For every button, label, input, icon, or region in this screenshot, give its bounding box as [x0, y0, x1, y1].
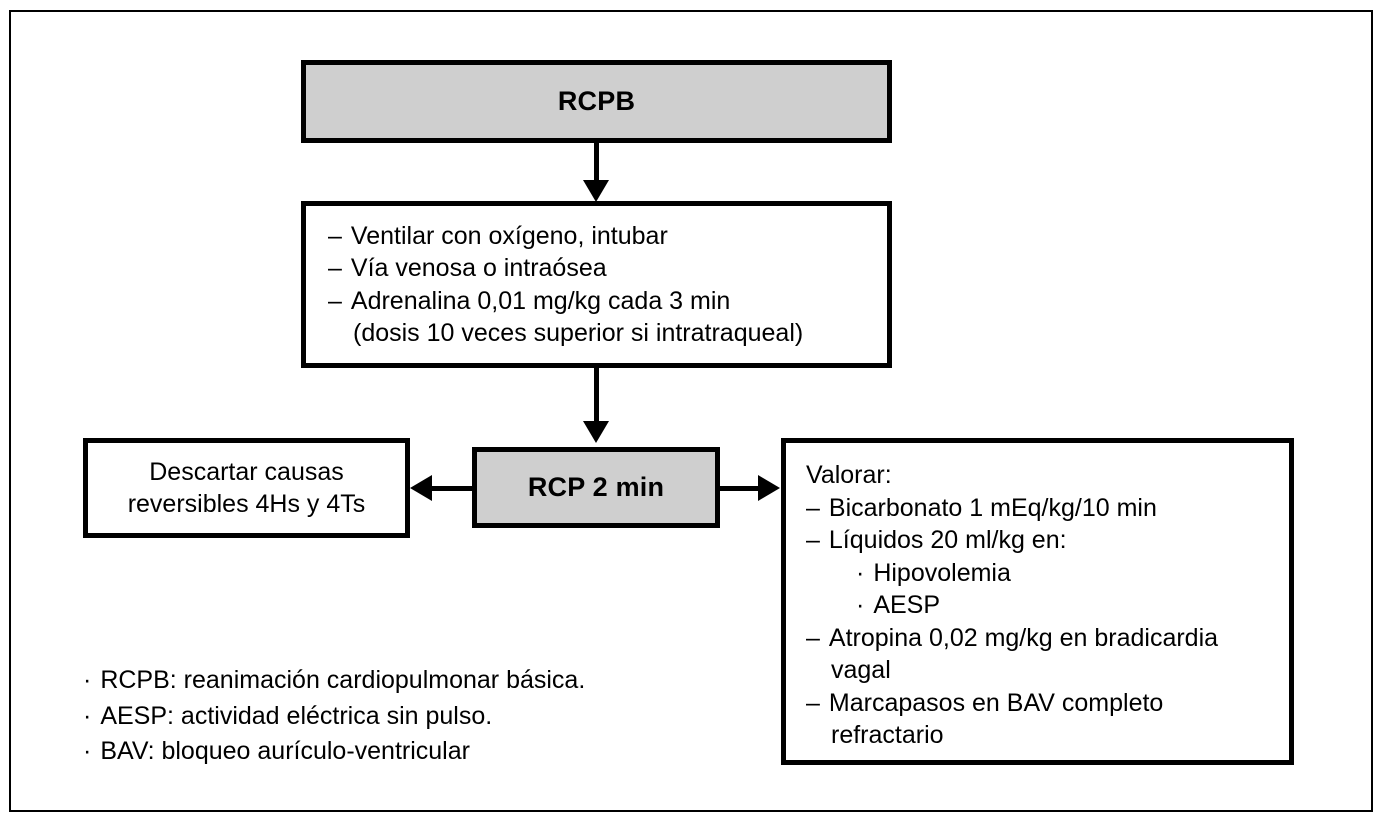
node-reversible-causes: Descartar causas reversibles 4Hs y 4Ts: [83, 438, 410, 538]
list-item: – Ventilar con oxígeno, intubar: [328, 220, 887, 253]
list-item-continuation-text: refractario: [831, 721, 944, 749]
arrowhead-rcpb-to-airway: [583, 180, 609, 202]
list-item-text: Vía venosa o intraósea: [350, 254, 607, 282]
dash-bullet-icon: –: [806, 623, 820, 652]
list-item: – Adrenalina 0,01 mg/kg cada 3 min: [328, 285, 887, 318]
list-item-text: Adrenalina 0,01 mg/kg cada 3 min: [350, 286, 731, 315]
middot-bullet-icon: ·: [83, 701, 92, 730]
list-item-continuation: vagal: [806, 654, 1289, 687]
legend-abbreviations: · RCPB: reanimación cardiopulmonar básic…: [83, 663, 723, 770]
middot-bullet-icon: ·: [856, 558, 865, 587]
dash-bullet-icon: –: [806, 688, 820, 717]
arrowhead-airway-to-cpr: [583, 421, 609, 443]
connector-airway-to-cpr: [594, 368, 599, 424]
list-item-text: Atropina 0,02 mg/kg en bradicardia: [828, 623, 1219, 652]
node-airway-drugs: – Ventilar con oxígeno, intubar – Vía ve…: [301, 201, 892, 368]
dash-bullet-icon: –: [806, 526, 820, 554]
dash-bullet-icon: –: [328, 254, 342, 282]
sub-list-item-text: Hipovolemia: [873, 558, 1011, 587]
list-item: – Líquidos 20 ml/kg en:: [806, 524, 1289, 557]
list-item-continuation: (dosis 10 veces superior si intratraquea…: [328, 317, 887, 350]
node-reversible-line1: Descartar causas: [149, 458, 344, 486]
valorar-item-list: Valorar: – Bicarbonato 1 mEq/kg/10 min –…: [786, 459, 1289, 752]
dash-bullet-icon: –: [328, 286, 342, 315]
node-cpr-2min: RCP 2 min: [472, 447, 720, 528]
middot-bullet-icon: ·: [856, 591, 865, 619]
node-rcpb: RCPB: [301, 60, 892, 143]
sub-list-item-text: AESP: [873, 591, 941, 619]
connector-cpr-to-reversible: [432, 486, 472, 491]
arrowhead-cpr-to-valorar: [758, 475, 780, 501]
airway-item-list: – Ventilar con oxígeno, intubar – Vía ve…: [306, 220, 887, 350]
node-cpr-2min-label: RCP 2 min: [527, 472, 665, 502]
list-item-text: Líquidos 20 ml/kg en:: [828, 526, 1067, 554]
list-item-continuation-text: (dosis 10 veces superior si intratraquea…: [353, 319, 804, 347]
legend-item: · RCPB: reanimación cardiopulmonar básic…: [83, 663, 723, 699]
list-item: – Atropina 0,02 mg/kg en bradicardia: [806, 622, 1289, 655]
list-item: – Marcapasos en BAV completo: [806, 687, 1289, 720]
middot-bullet-icon: ·: [83, 737, 92, 765]
arrowhead-cpr-to-reversible: [410, 475, 432, 501]
node-reversible-line2: reversibles 4Hs y 4Ts: [127, 490, 366, 518]
dash-bullet-icon: –: [806, 493, 820, 522]
list-item-continuation-text: vagal: [831, 656, 891, 684]
node-rcpb-label: RCPB: [557, 86, 636, 116]
legend-item-text: RCPB: reanimación cardiopulmonar básica.: [100, 666, 586, 694]
list-item-text: Marcapasos en BAV completo: [828, 688, 1164, 717]
list-item-continuation: refractario: [806, 719, 1289, 752]
valorar-heading: Valorar:: [806, 459, 1289, 492]
node-valorar: Valorar: – Bicarbonato 1 mEq/kg/10 min –…: [781, 438, 1294, 765]
legend-item-text: AESP: actividad eléctrica sin pulso.: [100, 701, 493, 730]
legend-item: · BAV: bloqueo aurículo-ventricular: [83, 734, 723, 770]
dash-bullet-icon: –: [328, 221, 342, 250]
sub-list-item: · AESP: [806, 589, 1289, 622]
middot-bullet-icon: ·: [83, 666, 92, 694]
list-item: – Bicarbonato 1 mEq/kg/10 min: [806, 492, 1289, 525]
outer-border-frame: [9, 10, 1373, 812]
connector-rcpb-to-airway: [594, 143, 599, 183]
sub-list-item: · Hipovolemia: [806, 557, 1289, 590]
connector-cpr-to-valorar: [720, 486, 760, 491]
list-item-text: Bicarbonato 1 mEq/kg/10 min: [828, 493, 1157, 522]
list-item-text: Ventilar con oxígeno, intubar: [350, 221, 668, 250]
list-item: – Vía venosa o intraósea: [328, 252, 887, 285]
valorar-heading-text: Valorar:: [806, 461, 892, 489]
legend-item: · AESP: actividad eléctrica sin pulso.: [83, 699, 723, 735]
legend-item-text: BAV: bloqueo aurículo-ventricular: [100, 737, 470, 765]
